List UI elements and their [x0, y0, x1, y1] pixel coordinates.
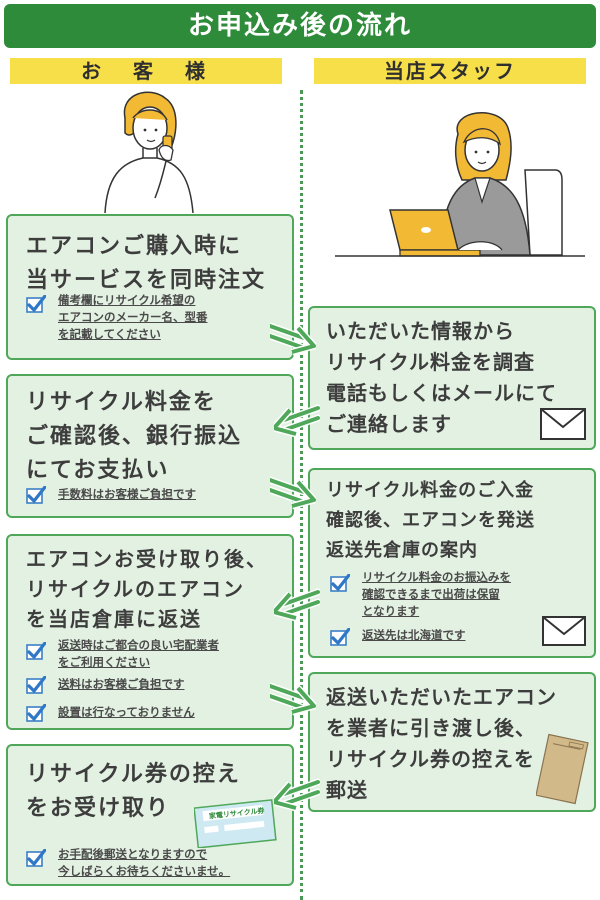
- checkmark-icon: [26, 676, 46, 694]
- page-title: お申込み後の流れ: [4, 4, 596, 48]
- customer-step-3: エアコンお受け取り後、 リサイクルのエアコン を当店倉庫に返送 返送時はご都合の…: [6, 534, 294, 730]
- checkmark-icon: [330, 574, 350, 592]
- double-arrow-icon: [274, 400, 320, 440]
- customer-step-3-title: エアコンお受け取り後、 リサイクルのエアコン を当店倉庫に返送: [26, 544, 268, 634]
- customer-step-1-note: 備考欄にリサイクル希望の エアコンのメーカー名、型番 を記載してください: [58, 292, 208, 343]
- double-arrow-icon: [270, 472, 316, 512]
- customer-step-4-note: お手配後郵送となりますので 今しばらくお待ちくださいませ。: [58, 846, 230, 880]
- customer-step-2: リサイクル料金を ご確認後、銀行振込 にてお支払い 手数料はお客様ご負担です: [6, 374, 294, 518]
- checkmark-icon: [26, 642, 46, 660]
- staff-step-1-title: いただいた情報から リサイクル料金を調査 電話もしくはメールにて ご連絡します: [326, 316, 557, 440]
- customer-step-4: リサイクル券の控え をお受け取り 家電リサイクル券 お手配後郵送となりますので …: [6, 744, 294, 886]
- staff-laptop-illustration: [330, 110, 590, 260]
- envelope-icon: [542, 616, 586, 646]
- double-arrow-icon: [270, 678, 316, 718]
- checkmark-icon: [26, 295, 46, 313]
- customer-step-3-note-3: 設置は行なっておりません: [58, 704, 195, 721]
- envelope-package-icon: [536, 732, 594, 812]
- staff-column-header: 当店スタッフ: [314, 58, 586, 84]
- recycle-ticket-icon: 家電リサイクル券: [194, 798, 280, 848]
- checkmark-icon: [26, 704, 46, 722]
- double-arrow-icon: [270, 318, 316, 358]
- double-arrow-icon: [274, 584, 320, 624]
- staff-step-3-title: 返送いただいたエアコン を業者に引き渡し後、 リサイクル券の控えを 郵送: [326, 682, 557, 806]
- envelope-icon: [540, 408, 586, 440]
- staff-step-2-note-2: 返送先は北海道です: [362, 627, 466, 644]
- staff-step-2-note-1: リサイクル料金のお振込みを 確認できるまで出荷は保留 となります: [362, 569, 511, 620]
- customer-step-2-title: リサイクル料金を ご確認後、銀行振込 にてお支払い: [26, 386, 242, 488]
- customer-column-header: お 客 様: [10, 58, 282, 84]
- customer-step-1: エアコンご購入時に 当サービスを同時注文 備考欄にリサイクル希望の エアコンのメ…: [6, 214, 294, 360]
- customer-step-3-note-1: 返送時はご都合の良い宅配業者 をご利用ください: [58, 637, 219, 671]
- checkmark-icon: [330, 628, 350, 646]
- staff-step-2: リサイクル料金のご入金 確認後、エアコンを発送 返送先倉庫の案内 リサイクル料金…: [308, 468, 596, 658]
- customer-step-3-note-2: 送料はお客様ご負担です: [58, 676, 185, 693]
- double-arrow-icon: [274, 774, 320, 814]
- checkmark-icon: [26, 486, 46, 504]
- checkmark-icon: [26, 849, 46, 867]
- customer-step-2-note: 手数料はお客様ご負担です: [58, 486, 196, 503]
- customer-step-1-title: エアコンご購入時に 当サービスを同時注文: [26, 230, 266, 298]
- staff-step-1: いただいた情報から リサイクル料金を調査 電話もしくはメールにて ご連絡します: [308, 306, 596, 450]
- staff-step-3: 返送いただいたエアコン を業者に引き渡し後、 リサイクル券の控えを 郵送: [308, 672, 596, 812]
- woman-phone-illustration: [95, 88, 205, 213]
- staff-step-2-title: リサイクル料金のご入金 確認後、エアコンを発送 返送先倉庫の案内: [326, 476, 535, 566]
